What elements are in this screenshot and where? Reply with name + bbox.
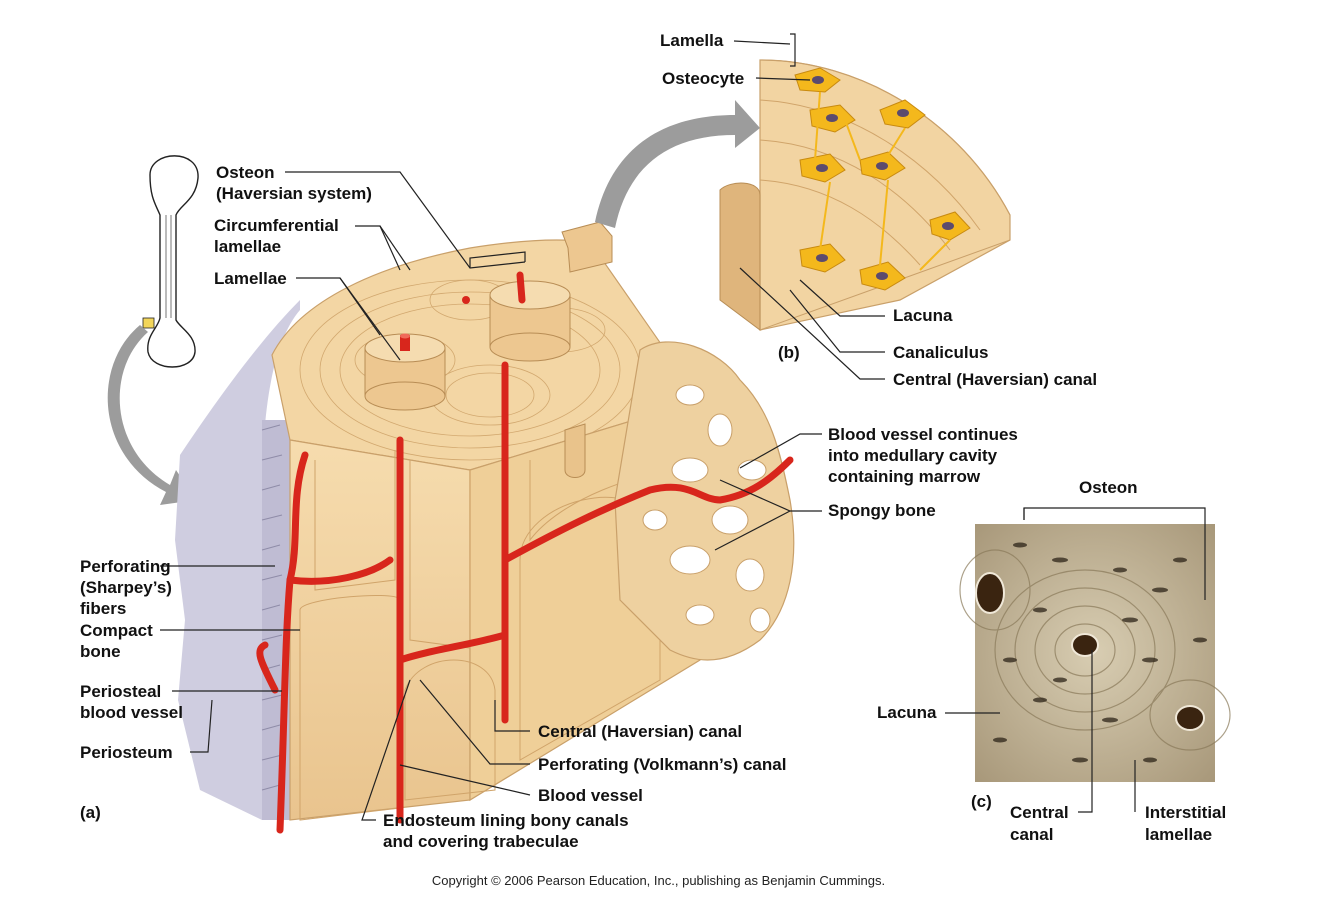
panel-c-micrograph: [959, 524, 1231, 782]
label-periosteum: Periosteum: [80, 743, 173, 762]
blood-vessels: [256, 271, 794, 834]
label-blood-vessel-continues-line3: containing marrow: [828, 467, 981, 486]
label-osteon-c: Osteon: [1079, 478, 1138, 497]
spongy-bone: [614, 341, 795, 661]
compact-bone-block: [271, 221, 701, 821]
label-perforating-fibers-line3: fibers: [80, 599, 126, 618]
labels: Lamella Osteocyte Osteon (Haversian syst…: [80, 31, 1226, 851]
label-blood-vessel-continues-line2: into medullary cavity: [828, 446, 998, 465]
label-central-canal-b: Central (Haversian) canal: [893, 370, 1097, 389]
label-central-canal-c-line2: canal: [1010, 825, 1053, 844]
haversian-canal-dot: [462, 296, 470, 304]
label-lacuna-c: Lacuna: [877, 703, 937, 722]
label-periosteal-vessel-line1: Periosteal: [80, 682, 161, 701]
panel-label-a: (a): [80, 803, 101, 822]
micro-central-canal: [1071, 633, 1099, 657]
label-periosteal-vessel-line2: blood vessel: [80, 703, 183, 722]
panel-label-b: (b): [778, 343, 800, 362]
label-lacuna-b: Lacuna: [893, 306, 953, 325]
label-interstitial-line2: lamellae: [1145, 825, 1212, 844]
label-central-canal-a: Central (Haversian) canal: [538, 722, 742, 741]
label-circumferential-line1: Circumferential: [214, 216, 339, 235]
osteon-cylinder-2: [489, 280, 571, 362]
label-compact-bone-line1: Compact: [80, 621, 153, 640]
label-blood-vessel-continues-line1: Blood vessel continues: [828, 425, 1018, 444]
panel-label-c: (c): [971, 792, 992, 811]
label-blood-vessel: Blood vessel: [538, 786, 643, 805]
label-perforating-fibers-line2: (Sharpey’s): [80, 578, 172, 597]
label-lamella: Lamella: [660, 31, 724, 50]
osteon-cylinder-1: [364, 333, 446, 411]
label-osteon-line2: (Haversian system): [216, 184, 372, 203]
copyright-notice: Copyright © 2006 Pearson Education, Inc.…: [431, 873, 886, 888]
label-spongy-bone: Spongy bone: [828, 501, 936, 520]
arrow-bone-to-block: [107, 325, 196, 505]
label-central-canal-c-line1: Central: [1010, 803, 1069, 822]
label-perforating-fibers-line1: Perforating: [80, 557, 171, 576]
long-bone-icon: [142, 155, 199, 368]
label-endosteum-line1: Endosteum lining bony canals: [383, 811, 629, 830]
panel-b-osteon-wedge: [719, 59, 1011, 331]
label-circumferential-line2: lamellae: [214, 237, 281, 256]
sample-location-marker: [142, 317, 155, 329]
label-osteocyte: Osteocyte: [662, 69, 744, 88]
label-perforating-canal: Perforating (Volkmann’s) canal: [538, 755, 786, 774]
label-lamellae: Lamellae: [214, 269, 287, 288]
leader-lines: [160, 33, 1206, 821]
arrow-block-to-panel-b: [595, 100, 760, 228]
label-interstitial-line1: Interstitial: [1145, 803, 1226, 822]
label-osteon-line1: Osteon: [216, 163, 275, 182]
label-endosteum-line2: and covering trabeculae: [383, 832, 579, 851]
label-canaliculus: Canaliculus: [893, 343, 988, 362]
label-compact-bone-line2: bone: [80, 642, 121, 661]
